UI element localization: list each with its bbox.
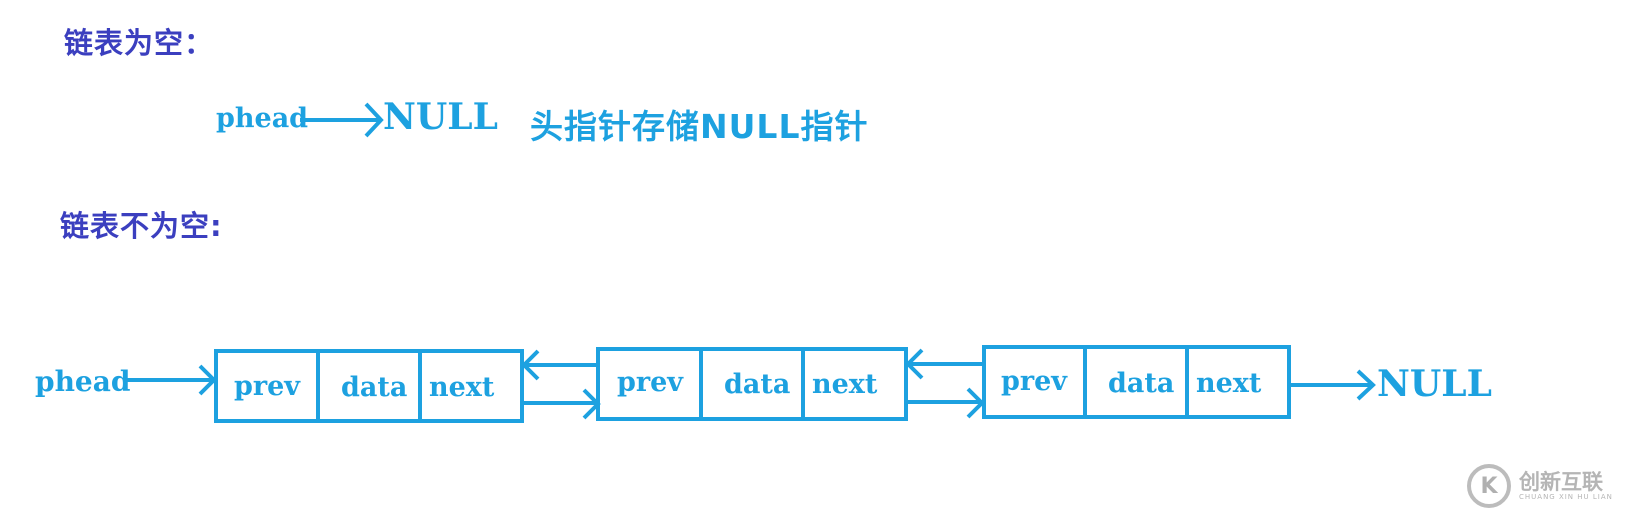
- watermark-circle-icon: K: [1467, 464, 1511, 508]
- tail-null-label: NULL: [1377, 363, 1492, 405]
- node-2-prev: prev: [617, 367, 684, 398]
- empty-phead-arrow: [300, 102, 384, 138]
- watermark-main-text: 创新互联: [1519, 469, 1603, 494]
- node-1-data: data: [341, 372, 407, 403]
- nonempty-list-heading: 链表不为空:: [60, 209, 223, 243]
- node-1-prev: prev: [234, 371, 301, 402]
- node-3-next: next: [1196, 368, 1262, 399]
- empty-null-label: NULL: [383, 96, 498, 138]
- empty-list-heading: 链表为空：: [64, 26, 215, 60]
- list-node-1: [214, 349, 524, 423]
- node-3-prev: prev: [1001, 366, 1068, 397]
- node2-to-node3-next-arrow: [906, 387, 985, 419]
- watermark-logo: K 创新互联 CHUANG XIN HU LIAN: [1467, 455, 1637, 517]
- nonempty-phead-label: phead: [35, 365, 131, 398]
- node1-to-node2-next-arrow: [522, 388, 601, 420]
- node-2-next: next: [812, 369, 878, 400]
- node3-to-node2-prev-arrow: [905, 348, 984, 380]
- node-1-next: next: [429, 372, 495, 403]
- head-pointer-note: 头指针存储NULL指针: [530, 107, 869, 146]
- node2-to-node1-prev-arrow: [521, 349, 598, 381]
- watermark-sub-text: CHUANG XIN HU LIAN: [1519, 492, 1613, 501]
- list-node-3: [982, 345, 1291, 419]
- node-2-data: data: [724, 369, 790, 400]
- phead-to-node-arrow: [125, 364, 217, 396]
- node-3-data: data: [1108, 368, 1174, 399]
- empty-phead-label: phead: [216, 103, 309, 134]
- list-node-2: [596, 347, 908, 421]
- node3-to-null-arrow: [1291, 369, 1376, 401]
